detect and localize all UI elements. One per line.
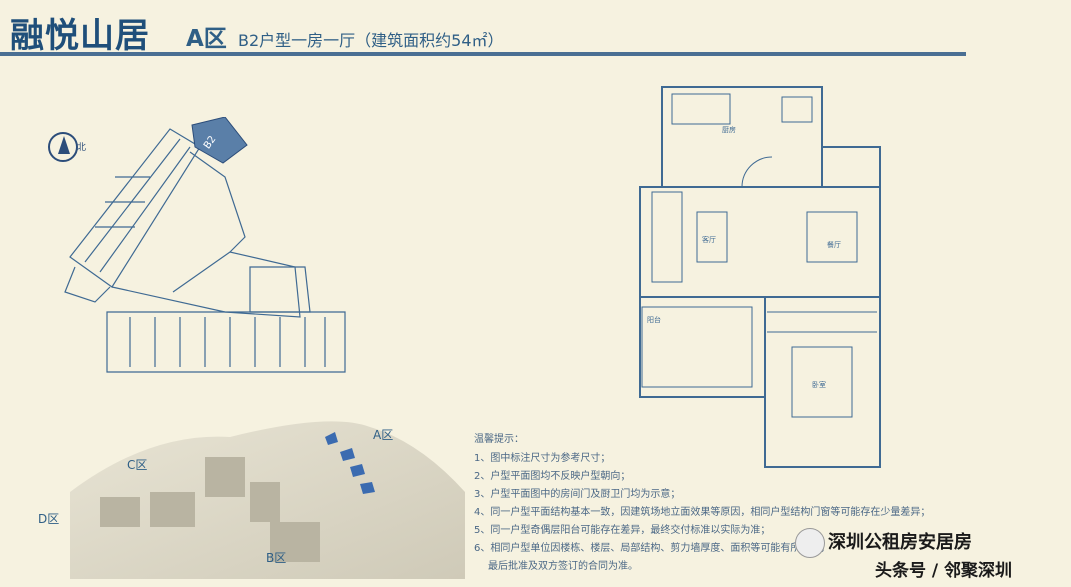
room-kitchen: 厨房	[722, 125, 736, 134]
note-5: 5、同一户型奇偶层阳台可能存在差异，最终交付标准以实际为准；	[474, 525, 771, 536]
note-3: 3、户型平面图中的房间门及厨卫门均为示意；	[474, 489, 681, 500]
note-6-cont: 最后批准及双方签订的合同为准。	[488, 561, 638, 572]
unit-floor-plan: 厨房 客厅 餐厅 阳台 卧室	[639, 86, 881, 468]
unit-description: B2户型一房一厅（建筑面积约54㎡）	[238, 31, 504, 50]
site-plan-map: B2	[64, 117, 346, 373]
north-label: 北	[77, 143, 87, 153]
zone-b-label: B区	[266, 551, 287, 565]
zone-title: A区	[186, 26, 227, 52]
room-balcony: 阳台	[647, 315, 661, 324]
project-title: 融悦山居	[10, 16, 150, 56]
header-divider	[0, 52, 966, 56]
notes-title: 温馨提示：	[474, 434, 524, 445]
note-2: 2、户型平面图均不反映户型朝向；	[474, 471, 631, 482]
wechat-logo-icon	[795, 528, 825, 558]
zone-d-label: D区	[38, 512, 60, 526]
compass-icon	[48, 132, 78, 162]
note-4: 4、同一户型平面结构基本一致，因建筑场地立面效果等原因，相同户型结构门窗等可能存…	[474, 507, 931, 518]
room-dining: 餐厅	[827, 240, 841, 249]
room-bedroom: 卧室	[812, 380, 826, 389]
room-living: 客厅	[702, 235, 716, 244]
note-1: 1、图中标注尺寸为参考尺寸；	[474, 453, 611, 464]
zone-c-label: C区	[127, 458, 148, 472]
watermark-line2: 头条号 / 邻聚深圳	[875, 561, 1013, 581]
watermark-line1: 深圳公租房安居房	[828, 532, 972, 553]
header: 融悦山居 A区 B2户型一房一厅（建筑面积约54㎡）	[0, 0, 1071, 60]
aerial-rendering	[70, 421, 465, 579]
note-6: 6、相同户型单位因楼栋、楼层、局部结构、剪力墙厚度、面积等可能有所差异，	[474, 543, 831, 554]
zone-a-label: A区	[373, 428, 394, 442]
